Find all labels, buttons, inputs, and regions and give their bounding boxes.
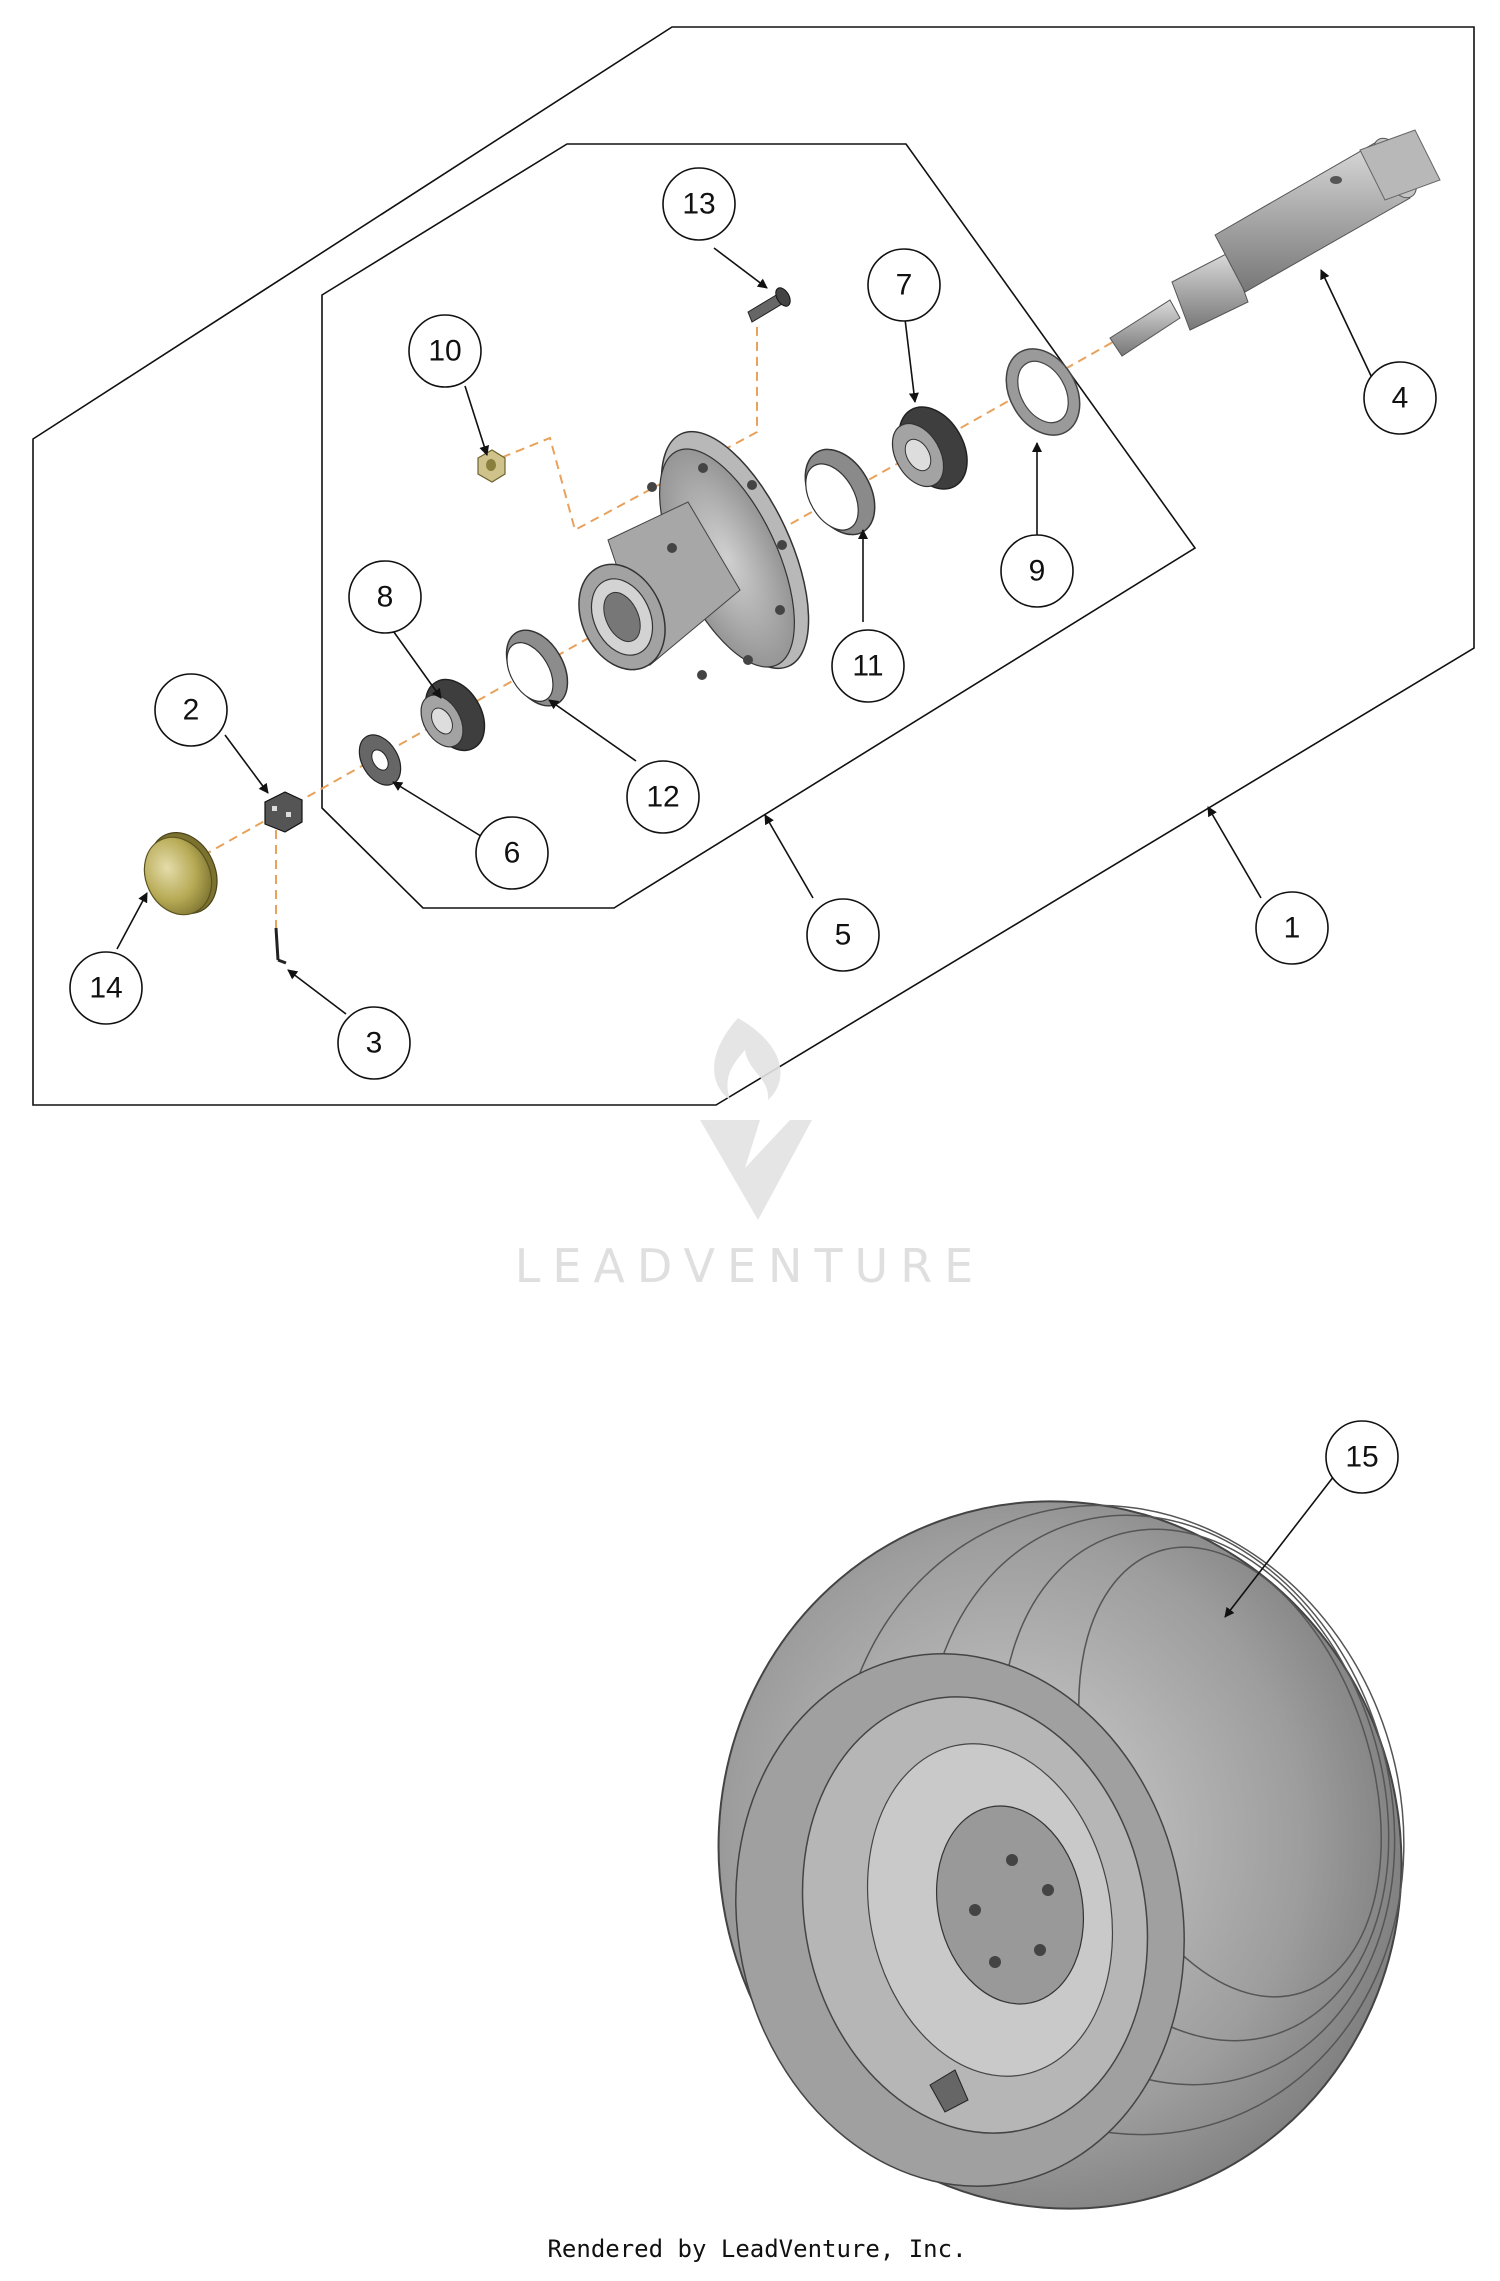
dust-cap-part	[143, 832, 218, 916]
footer-credit: Rendered by LeadVenture, Inc.	[547, 2235, 966, 2263]
callout-12-label: 12	[646, 781, 679, 814]
callout-1: 1	[1255, 891, 1329, 965]
washer-part	[358, 734, 402, 786]
spindle-axle	[1109, 129, 1441, 357]
callout-10: 10	[408, 314, 482, 388]
tire-wheel-part	[717, 1500, 1405, 2210]
hub-part	[578, 430, 810, 680]
cotter-pin-part	[274, 927, 287, 965]
callout-10-label: 10	[428, 335, 461, 368]
callout-15-label: 15	[1345, 1441, 1378, 1474]
callout-13: 13	[662, 167, 736, 241]
seal-part	[1005, 348, 1081, 436]
callout-11: 11	[831, 629, 905, 703]
v-logo-icon	[700, 1120, 812, 1220]
castle-nut-part	[264, 791, 303, 833]
callout-2: 2	[154, 673, 228, 747]
callout-5: 5	[806, 898, 880, 972]
watermark-brand: LEADVENTURE	[515, 1239, 986, 1293]
bearing-cup-part	[804, 448, 876, 536]
hub-assembly-boundary	[321, 143, 1197, 909]
callout-4-label: 4	[1392, 382, 1409, 415]
callout-7: 7	[867, 248, 941, 322]
callout-4: 4	[1363, 361, 1437, 435]
callout-12: 12	[626, 760, 700, 834]
bearing-cup-outer-part	[505, 629, 569, 707]
leader-lines	[116, 247, 1374, 1618]
flame-logo-icon	[714, 1018, 781, 1100]
callout-6: 6	[475, 816, 549, 890]
callout-6-label: 6	[504, 837, 521, 870]
callout-2-label: 2	[183, 694, 200, 727]
callout-8: 8	[348, 560, 422, 634]
callout-3-label: 3	[366, 1027, 383, 1060]
callout-5-label: 5	[835, 919, 852, 952]
callout-8-label: 8	[377, 581, 394, 614]
callout-13-label: 13	[682, 188, 715, 221]
callout-1-label: 1	[1284, 912, 1301, 945]
callout-7-label: 7	[896, 269, 913, 302]
leadventure-watermark: LEADVENTURE	[515, 1018, 986, 1293]
stud-bolt-part	[747, 287, 791, 323]
callout-15: 15	[1325, 1420, 1399, 1494]
callout-9-label: 9	[1029, 555, 1046, 588]
callout-3: 3	[337, 1006, 411, 1080]
assembly-boundary-outer	[32, 26, 1475, 1106]
callout-9: 9	[1000, 534, 1074, 608]
callout-11-label: 11	[852, 650, 883, 683]
callout-14-label: 14	[89, 972, 122, 1005]
bearing-inner-part	[891, 406, 968, 490]
lug-nut-part	[477, 449, 506, 483]
callout-14: 14	[69, 951, 143, 1025]
bearing-outer-part	[420, 678, 486, 752]
